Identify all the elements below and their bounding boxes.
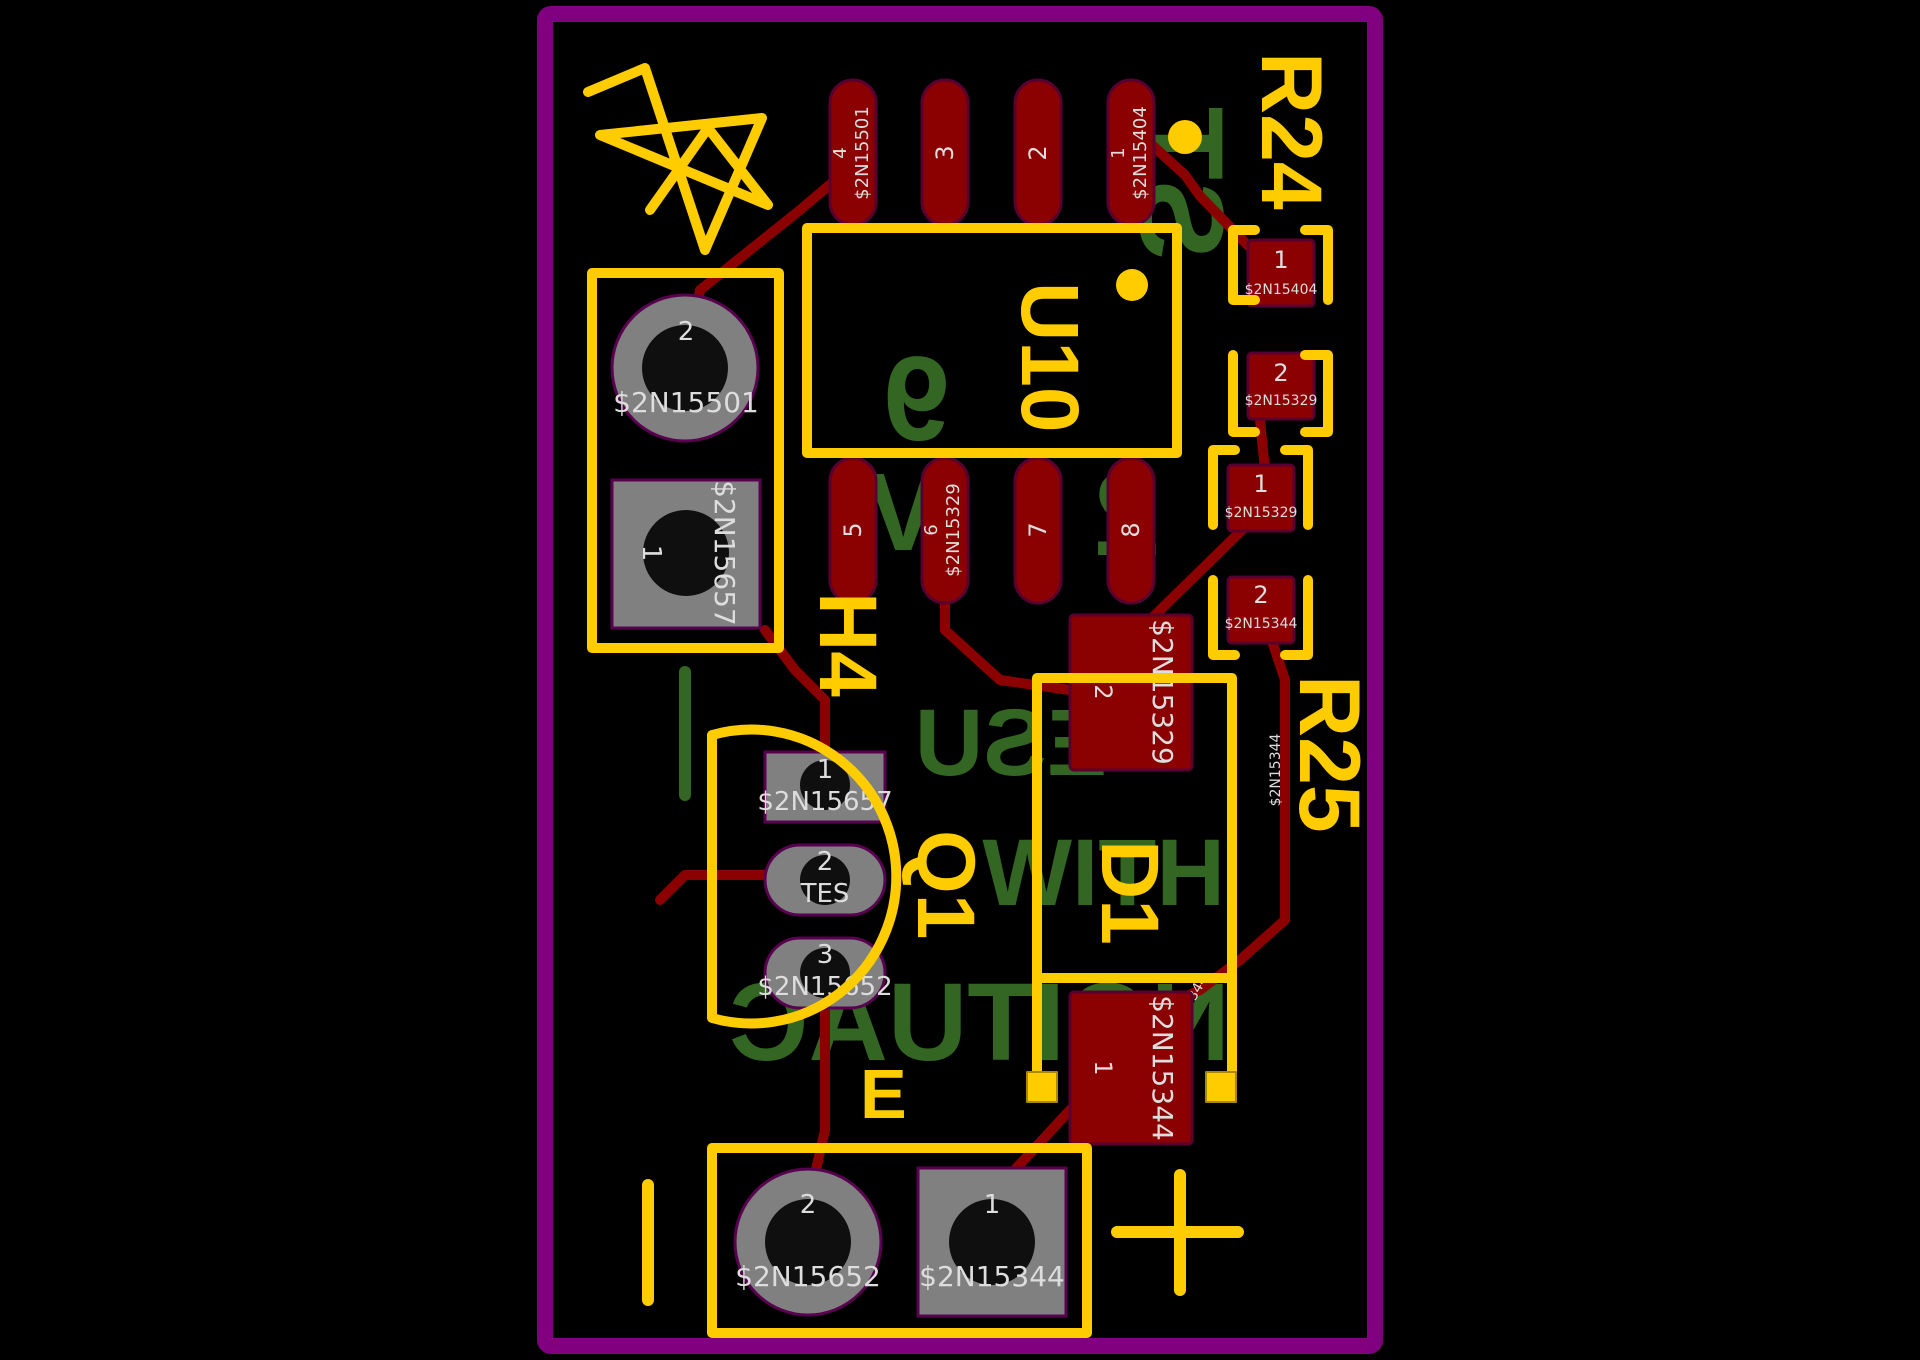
h4-designator: H4	[802, 592, 893, 697]
u10-outline	[802, 223, 1182, 458]
q1-designator: Q1	[900, 830, 991, 939]
d1-corner-right	[1205, 1071, 1237, 1103]
d1-pad2-net: $2N15329	[1146, 619, 1179, 765]
h4-pad2-num: 2	[678, 317, 695, 347]
top-silkscreen	[583, 63, 1333, 1338]
u10-pin6-num: 6	[921, 524, 942, 535]
q1-pad-2-drill	[800, 855, 850, 905]
r25-bracket-tl	[1208, 445, 1240, 530]
q1-pad-3-drill	[800, 948, 850, 998]
u10-pad-labels: 4 $2N15501 3 2 1 $2N15404 5 6 $2N15329 7…	[830, 106, 1151, 577]
designators: R24 U10 H4 R25 Q1 D1 E	[802, 52, 1377, 1133]
q1-pad-1-drill	[800, 760, 850, 810]
q1-emitter-mark: E	[860, 1055, 907, 1133]
r24-pad-2[interactable]	[1246, 351, 1316, 421]
bottom-text-9: 9	[883, 332, 950, 466]
r24-bracket-tl	[1228, 225, 1260, 305]
r25-pad1-net: $2N15329	[1225, 505, 1298, 521]
u10-pin4-net: $2N15501	[852, 106, 873, 200]
r24-pad2-num: 2	[1273, 359, 1288, 387]
d1-pads	[1068, 613, 1194, 1146]
connector-outline	[707, 1143, 1092, 1338]
r25-pad1-num: 1	[1253, 470, 1268, 498]
h4-pad-1-drill	[643, 510, 729, 596]
d1-pad-1[interactable]	[1068, 990, 1194, 1146]
resistor-pads	[1226, 238, 1316, 645]
r25-bracket-bl	[1208, 575, 1240, 660]
d1-corner-left	[1026, 1071, 1058, 1103]
u10-pin4-num: 4	[830, 147, 851, 158]
connector-pads	[733, 1166, 1068, 1318]
u10-pin1-dot	[1116, 269, 1148, 301]
u10-pin8-num: 8	[1117, 522, 1145, 537]
r24-bracket-tr	[1300, 225, 1333, 305]
u10-pin1-num: 1	[1108, 147, 1129, 158]
q1-pin1-num: 1	[817, 755, 834, 785]
d1-pad1-net: $2N15344	[1146, 995, 1179, 1141]
u10-designator: U10	[1004, 282, 1095, 432]
h4-pads	[610, 293, 762, 630]
r25-pad2-net: $2N15344	[1225, 616, 1298, 632]
q1-pad-labels: 1 $2N15657 2 TES 3 $2N15652	[757, 755, 892, 1002]
h4-pad1-net: $2N15657	[708, 480, 741, 626]
d1-pad1-num: 1	[1089, 1060, 1117, 1075]
q1-pin2-num: 2	[817, 847, 834, 877]
q1-pin3-net: $2N15652	[757, 972, 892, 1002]
trace-q1-2-left	[655, 870, 795, 905]
conn-pad1-net: $2N15344	[919, 1260, 1065, 1293]
r25-bracket-tr	[1280, 445, 1313, 530]
r24-pad1-num: 1	[1273, 246, 1288, 274]
h4-pad-2-drill	[642, 325, 728, 411]
q1-pin2-net: TES	[800, 879, 850, 909]
r24-pin1-dot	[1168, 120, 1202, 154]
q1-pin3-num: 3	[817, 940, 834, 970]
h4-pad2-net: $2N15501	[613, 386, 759, 419]
d1-pad-labels: 2 $2N15329 1 $2N15344	[1089, 619, 1179, 1141]
u10-pin1-net: $2N15404	[1130, 106, 1151, 200]
conn-pad2-net: $2N15652	[735, 1260, 881, 1293]
u10-pin5-num: 5	[839, 522, 867, 537]
r25-pad2-num: 2	[1253, 581, 1268, 609]
d1-pad2-num: 2	[1089, 684, 1117, 699]
u10-pin7-num: 7	[1024, 522, 1052, 537]
q1-outline	[707, 724, 902, 1029]
conn-pad-2-drill	[765, 1199, 851, 1285]
conn-pad1-num: 1	[984, 1190, 1001, 1220]
r25-designator: R25	[1281, 675, 1377, 833]
r25-trace-label: $2N15344	[1268, 733, 1284, 806]
d1-outline	[1032, 673, 1237, 983]
d1-pad-2[interactable]	[1068, 613, 1194, 772]
connector-pad-labels: 2 $2N15652 1 $2N15344	[735, 1190, 1065, 1293]
d1-designator: D1	[1084, 840, 1175, 945]
conn-pad2-num: 2	[800, 1190, 817, 1220]
u10-pin2-num: 2	[1024, 145, 1052, 160]
r24-bracket-bl	[1228, 350, 1260, 437]
u10-pin6-net: $2N15329	[943, 483, 964, 577]
r25-pad-1[interactable]	[1226, 463, 1296, 533]
u10-pin3-num: 3	[931, 145, 959, 160]
r24-pad2-net: $2N15329	[1245, 393, 1318, 409]
bottom-text-with: HTIW	[982, 820, 1225, 926]
board-outline	[537, 6, 1383, 1354]
logo-mark	[583, 63, 773, 255]
r24-pad1-net: $2N15404	[1245, 282, 1318, 298]
h4-pad-labels: 2 $2N15501 1 $2N15657	[613, 317, 759, 626]
r24-designator: R24	[1243, 52, 1339, 210]
r24-pad-1[interactable]	[1246, 238, 1316, 308]
h4-pad1-num: 1	[636, 545, 666, 562]
h4-outline	[587, 268, 784, 653]
q1-pads	[763, 750, 887, 1010]
r25-bracket-br	[1280, 575, 1313, 660]
conn-pad-1-drill	[949, 1199, 1035, 1285]
r25-pad-2[interactable]	[1226, 575, 1296, 645]
r24-bracket-br	[1300, 350, 1333, 437]
